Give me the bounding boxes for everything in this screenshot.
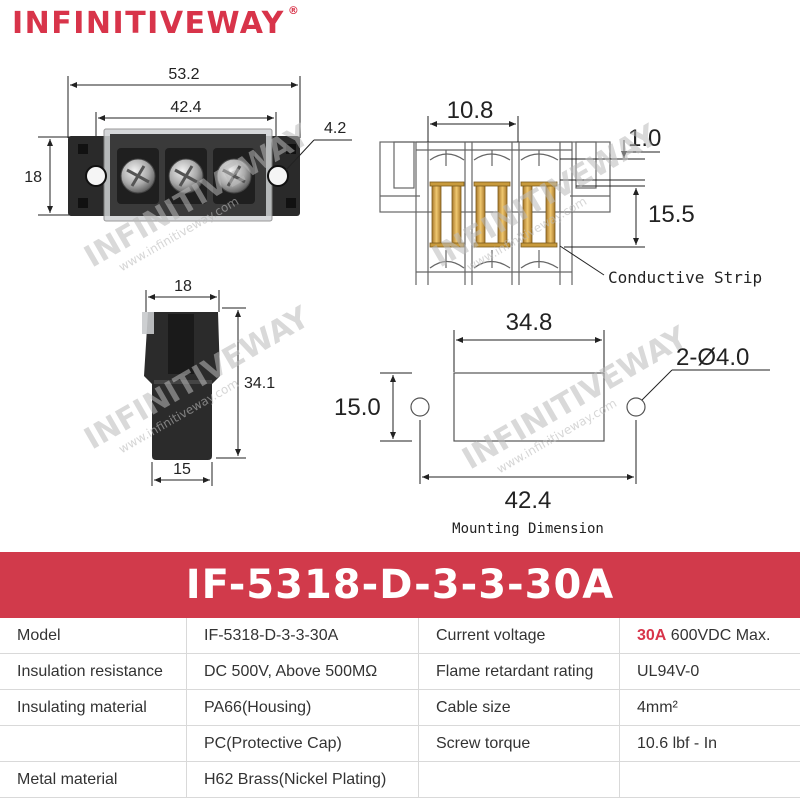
dim-overall-length: 53.2 [168, 66, 199, 83]
dim-section-height: 15.5 [648, 201, 695, 228]
table-row: Insulation resistance DC 500V, Above 500… [0, 653, 800, 690]
spec-value: 30A 600VDC Max. [619, 618, 800, 654]
dim-side-top-width: 18 [174, 278, 192, 295]
dim-mount-width: 34.8 [506, 309, 553, 336]
table-row: PC(Protective Cap) Screw torque 10.6 lbf… [0, 725, 800, 762]
spec-value [619, 761, 800, 798]
spec-label [0, 725, 187, 762]
technical-drawing: 53.2 42.4 18 [24, 66, 770, 537]
spec-label: Screw torque [418, 725, 620, 762]
spec-value: H62 Brass(Nickel Plating) [186, 761, 419, 798]
dim-section-gap: 1.0 [628, 125, 661, 152]
section-view [379, 141, 611, 285]
spec-label: Current voltage [418, 618, 620, 654]
mounting-caption: Mounting Dimension [452, 521, 604, 537]
table-row: Model IF-5318-D-3-3-30A Current voltage … [0, 618, 800, 654]
spec-label: Insulating material [0, 689, 187, 726]
brand-name: INFINITIVEWAY [12, 6, 285, 41]
top-view: 53.2 42.4 18 [24, 66, 352, 222]
model-banner: IF-5318-D-3-3-30A [0, 552, 800, 618]
table-row: Metal material H62 Brass(Nickel Plating) [0, 761, 800, 798]
table-row: Insulating material PA66(Housing) Cable … [0, 689, 800, 726]
spec-label [418, 761, 620, 798]
mounting-view [380, 330, 770, 484]
watermark-brand: INFINITIVEWAY [457, 319, 695, 477]
spec-label: Metal material [0, 761, 187, 798]
voltage-rating: 600VDC Max. [666, 626, 771, 644]
dim-mount-holes: 2-Ø4.0 [676, 344, 749, 371]
conductive-strips [429, 181, 558, 248]
conductive-strip-label: Conductive Strip [608, 268, 762, 287]
registered-mark: ® [287, 4, 301, 17]
dim-side-height: 34.1 [244, 375, 275, 392]
spec-label: Flame retardant rating [418, 653, 620, 690]
spec-value: PA66(Housing) [186, 689, 419, 726]
side-view: 18 34.1 15 [142, 278, 275, 486]
spec-value: DC 500V, Above 500MΩ [186, 653, 419, 690]
dim-mount-height: 15.0 [334, 394, 381, 421]
spec-value: IF-5318-D-3-3-30A [186, 618, 419, 654]
dim-section-pitch: 10.8 [447, 97, 494, 124]
section-dimensions [427, 116, 660, 276]
brand-logo: INFINITIVEWAY® [12, 4, 301, 41]
spec-value: UL94V-0 [619, 653, 800, 690]
spec-label: Insulation resistance [0, 653, 187, 690]
dim-block-height: 18 [24, 169, 42, 186]
spec-value: PC(Protective Cap) [186, 725, 419, 762]
spec-label: Model [0, 618, 187, 654]
specs-table: Model IF-5318-D-3-3-30A Current voltage … [0, 618, 800, 798]
dim-hole-diameter: 4.2 [324, 120, 346, 137]
dim-side-bottom-width: 15 [173, 461, 191, 478]
watermark-brand: INFINITIVEWAY [427, 117, 665, 275]
dim-mount-pitch: 42.4 [505, 487, 552, 514]
spec-value: 4mm² [619, 689, 800, 726]
spec-label: Cable size [418, 689, 620, 726]
dim-hole-pitch: 42.4 [170, 99, 201, 116]
spec-value: 10.6 lbf - In [619, 725, 800, 762]
current-rating: 30A [637, 626, 667, 644]
